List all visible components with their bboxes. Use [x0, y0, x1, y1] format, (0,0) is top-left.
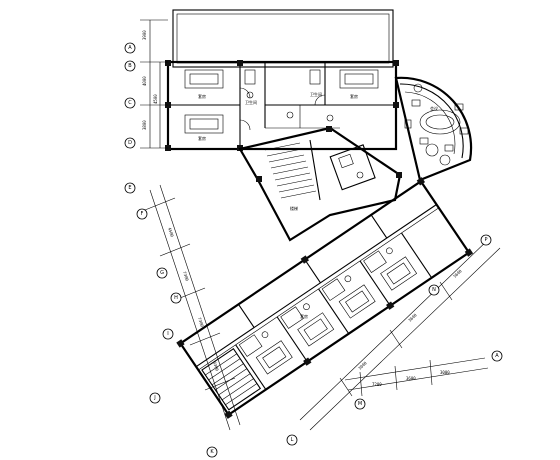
dim-label-4: 4500 — [153, 94, 158, 104]
svg-text:K: K — [210, 449, 214, 455]
round-pavilion — [394, 76, 473, 182]
svg-text:M: M — [358, 401, 362, 407]
grid-bubble: B — [124, 60, 136, 72]
grid-bubble: I — [162, 328, 174, 340]
dim-label-2: 4000 — [142, 76, 147, 86]
room-tag: 套房 — [198, 135, 206, 141]
svg-text:A: A — [495, 353, 499, 359]
svg-text:E: E — [128, 185, 131, 191]
grid-bubble: N — [428, 284, 440, 296]
grid-bubble: A — [491, 350, 503, 362]
dim-label-13: 3600 — [406, 376, 416, 381]
grid-bubble: C — [124, 97, 136, 109]
dim-label-6: 7300 — [182, 271, 190, 282]
dim-label-10: 3600 — [407, 312, 418, 323]
svg-text:D: D — [128, 140, 132, 146]
dim-label-12: 7200 — [372, 382, 382, 387]
svg-text:B: B — [128, 63, 132, 69]
dim-label-3: 3800 — [142, 120, 147, 130]
svg-text:P: P — [484, 237, 487, 243]
roof-terrace-outline — [172, 9, 394, 68]
room-tag: 卫生间 — [310, 91, 322, 97]
svg-text:L: L — [291, 437, 294, 443]
svg-text:C: C — [128, 100, 132, 106]
grid-bubbles: A B C D E F G H I J K L M N P A — [124, 42, 503, 458]
dim-label-11: 5600 — [452, 268, 463, 279]
dim-label-7: 7300 — [197, 317, 205, 328]
room-tag: 楼梯 — [290, 205, 298, 211]
dim-label-1: 3900 — [142, 30, 147, 40]
grid-bubble: P — [480, 234, 492, 246]
grid-bubble: E — [124, 182, 136, 194]
north-dimensions: 3900 4000 3800 4500 — [140, 19, 168, 149]
north-wing — [165, 9, 399, 151]
diagonal-dimensions-right: 3000 3600 5600 — [299, 237, 501, 431]
grid-bubble: G — [156, 267, 168, 279]
bottom-right-dimensions: 7200 3600 3000 — [344, 357, 489, 397]
svg-text:G: G — [160, 270, 164, 276]
svg-text:A: A — [128, 45, 132, 51]
dim-label-5: 4500 — [167, 227, 175, 238]
dim-label-8: 3300 — [212, 361, 220, 372]
dim-label-14: 3000 — [440, 370, 450, 375]
grid-bubble: H — [170, 292, 182, 304]
room-tag: 套房 — [300, 313, 308, 319]
grid-bubble: A — [124, 42, 136, 54]
diagonal-dimensions-left: 4500 7300 7300 3300 — [144, 184, 241, 431]
dim-label-9: 3000 — [357, 360, 368, 371]
svg-text:I: I — [167, 331, 168, 337]
grid-bubble: D — [124, 137, 136, 149]
svg-text:J: J — [153, 395, 155, 401]
grid-bubble: K — [206, 446, 218, 458]
grid-bubble: J — [149, 392, 161, 404]
diagonal-wing — [176, 177, 474, 419]
grid-bubble: F — [136, 208, 148, 220]
svg-text:H: H — [174, 295, 178, 301]
room-tags: 套房 套房 套房 套房 会议 卫生间 卫生间 楼梯 — [198, 91, 438, 319]
room-tag: 套房 — [350, 93, 358, 99]
stair-core — [238, 126, 402, 242]
room-tag: 套房 — [198, 93, 206, 99]
grid-bubble: M — [354, 398, 366, 410]
room-tag: 卫生间 — [245, 99, 257, 105]
room-tag: 会议 — [430, 105, 438, 111]
svg-text:N: N — [432, 287, 436, 293]
svg-text:F: F — [141, 211, 144, 217]
grid-bubble: L — [286, 434, 298, 446]
